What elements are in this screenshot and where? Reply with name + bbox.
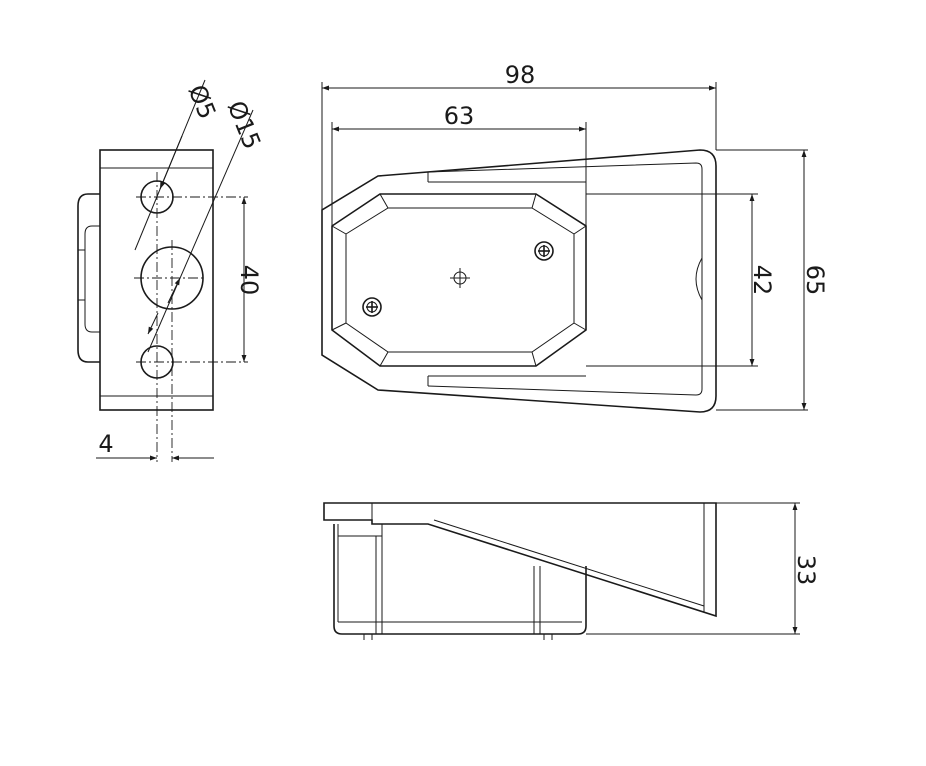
dim-label-42: 42 — [748, 265, 776, 296]
bracket-profile — [323, 502, 717, 618]
dim-label-dia15: Ø15 — [222, 97, 266, 153]
dim-label-63: 63 — [444, 102, 475, 130]
center-mark — [450, 268, 470, 288]
dim-label-dia5: Ø5 — [183, 81, 222, 123]
lamp-body-side — [77, 193, 100, 363]
screw-icon — [534, 241, 554, 261]
bracket-slope-inner — [433, 519, 705, 607]
left-view: 40 Ø5 Ø15 4 — [77, 79, 266, 462]
housing-outline — [321, 149, 717, 413]
bracket-notch — [695, 257, 703, 301]
dim-label-98: 98 — [505, 61, 536, 89]
bracket-rim — [427, 162, 703, 396]
dim-label-33: 33 — [792, 555, 820, 586]
screw-icon — [362, 297, 382, 317]
side-view: 33 — [323, 502, 820, 640]
dim-label-4: 4 — [98, 430, 113, 458]
plan-view: 98 63 42 65 — [321, 61, 829, 413]
lamp-housing-side — [333, 524, 587, 635]
lamp-body-inner — [84, 225, 100, 333]
plate-outline — [99, 149, 214, 411]
dim-label-65: 65 — [801, 265, 829, 296]
dim-label-40: 40 — [235, 265, 263, 296]
